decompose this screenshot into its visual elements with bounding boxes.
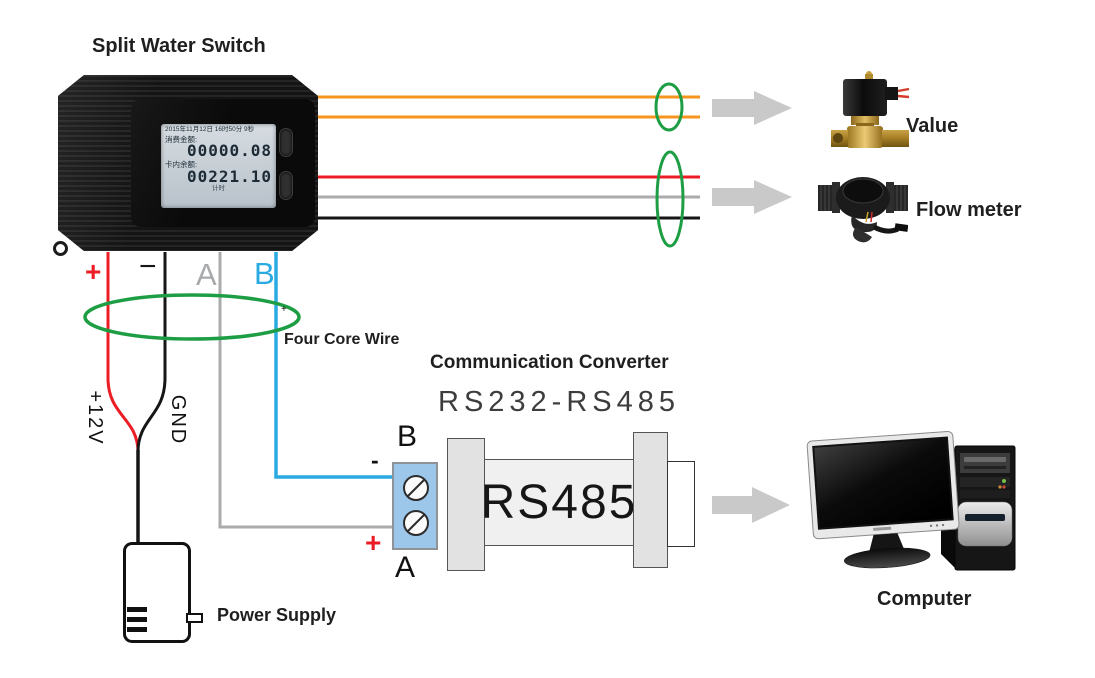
lcd-footer: 计时 [212, 184, 225, 192]
device-button-bottom[interactable] [280, 172, 292, 199]
rs485-wire-a [218, 252, 393, 529]
valve-bundle-marker [654, 82, 684, 132]
power-supply-label: Power Supply [217, 605, 337, 625]
arrow-to-computer-icon [712, 487, 790, 523]
power-wire-plus12v [106, 252, 140, 453]
wire-label-b: B [254, 256, 275, 291]
computer-label: Computer [877, 588, 972, 610]
rs232-rs485-label: RS232-RS485 [438, 386, 680, 418]
plus12v-label: +12V [84, 390, 106, 446]
four-core-bundle-marker [83, 293, 301, 341]
converter-body-label: RS485 [480, 475, 638, 529]
four-core-wire-label: Four Core Wire [284, 331, 400, 348]
wire-label-plus: + [85, 256, 102, 287]
lcd-balance-label: 卡内余额: [165, 160, 198, 169]
arrow-to-flowmeter-icon [712, 180, 792, 214]
flowmeter-bundle-marker [655, 150, 685, 248]
terminal-screw-b[interactable] [403, 475, 429, 501]
valve-label: Value [906, 115, 959, 137]
converter-output-port [667, 461, 695, 547]
power-supply-vent-bar [127, 617, 147, 622]
bundle-dot-mark: + [281, 304, 287, 315]
rs485-terminal-block [392, 462, 438, 550]
power-supply-box [123, 542, 191, 643]
arrow-to-valve-icon [712, 91, 792, 125]
water-switch-device: 2015年11月12日 16时50分 9秒 消费金额: 00000.08 卡内余… [58, 75, 318, 251]
converter-body: RS485 [481, 459, 635, 546]
solenoid-valve-image [831, 71, 910, 148]
power-supply-plug [186, 613, 203, 623]
flow-meter-image [818, 177, 908, 243]
lcd-amount-value: 00000.08 [186, 141, 272, 160]
lcd-datetime: 2015年11月12日 16时50分 9秒 [165, 126, 255, 133]
terminal-screw-a[interactable] [403, 510, 429, 536]
gnd-label: GND [167, 394, 189, 446]
converter-left-flange [447, 438, 485, 571]
device-lcd: 2015年11月12日 16时50分 9秒 消费金额: 00000.08 卡内余… [161, 124, 276, 208]
device-button-top[interactable] [280, 129, 292, 156]
diagram-title: Split Water Switch [92, 35, 266, 57]
flow-meter-label: Flow meter [916, 199, 1022, 221]
power-supply-vent-bar [127, 627, 147, 632]
rs485-wire-b [274, 252, 393, 479]
terminal-label-plus: + [365, 527, 382, 558]
computer-image [806, 430, 1016, 571]
power-supply-vent-bar [127, 607, 147, 612]
wire-label-minus: − [139, 250, 157, 283]
lcd-balance-value: 00221.10 [186, 166, 272, 186]
terminal-label-b: B [397, 420, 418, 453]
terminal-label-a: A [395, 551, 416, 584]
terminal-label-minus: - [371, 447, 379, 473]
converter-right-flange [633, 432, 668, 568]
device-strap-hook [53, 241, 68, 256]
communication-converter-label: Communication Converter [430, 352, 669, 373]
lcd-amount-label: 消费金额: [165, 134, 198, 144]
wire-label-a: A [196, 257, 217, 292]
